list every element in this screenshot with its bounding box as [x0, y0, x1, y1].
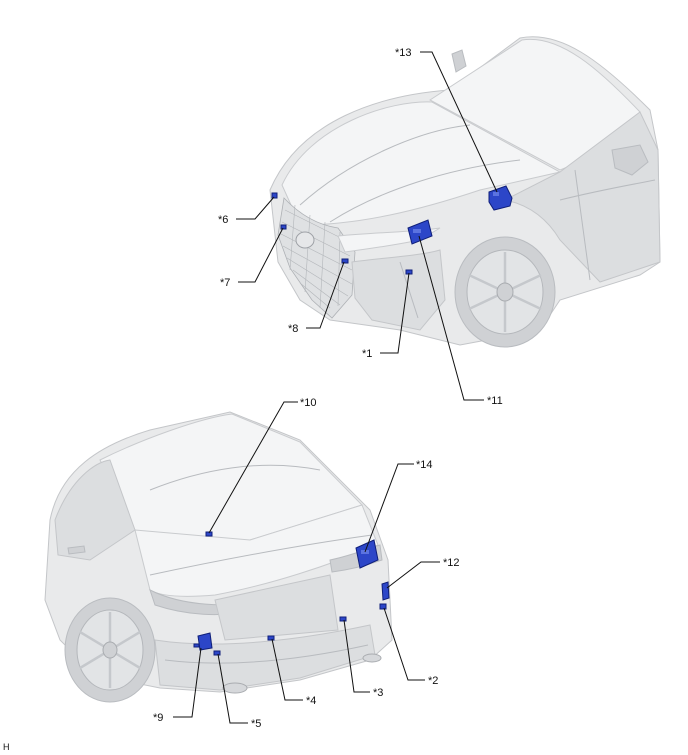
- component-9-icon: [193, 632, 213, 651]
- leader-6: [236, 196, 275, 220]
- component-6-icon: [271, 192, 278, 199]
- callout-12: *12: [443, 557, 460, 569]
- leader-10: [208, 401, 298, 534]
- leader-2: [383, 607, 425, 681]
- component-12-icon: [381, 581, 390, 601]
- callout-labels: *13 *6 *7 *8 *1 *11 *10 *14 *12 *2 *3 *4…: [153, 47, 503, 730]
- leader-11: [418, 235, 484, 401]
- component-3-icon: [339, 616, 347, 622]
- callout-10: *10: [300, 397, 317, 409]
- callout-5: *5: [251, 718, 261, 730]
- callout-7: *7: [220, 277, 230, 289]
- leader-3: [343, 619, 370, 693]
- callout-9: *9: [153, 712, 163, 724]
- component-11-icon: [407, 219, 433, 245]
- callout-11: *11: [487, 395, 503, 407]
- leader-4: [271, 638, 303, 701]
- callout-6: *6: [218, 214, 228, 226]
- callout-1: *1: [362, 348, 372, 360]
- component-4-icon: [267, 635, 275, 641]
- callout-3: *3: [373, 687, 383, 699]
- rear-car-illustration: [44, 411, 393, 703]
- figure-code: H: [3, 742, 10, 752]
- component-7-icon: [280, 224, 287, 230]
- component-5-icon: [213, 650, 221, 656]
- callout-13: *13: [395, 47, 412, 59]
- callout-4: *4: [306, 695, 316, 707]
- leader-8: [306, 261, 345, 329]
- front-car-illustration: [269, 36, 661, 348]
- component-8-icon: [341, 258, 349, 264]
- leader-1: [380, 272, 410, 354]
- leader-7: [238, 227, 284, 283]
- leader-12: [386, 561, 440, 589]
- component-markers: [193, 185, 513, 656]
- leader-14: [364, 463, 414, 553]
- callout-14: *14: [416, 459, 433, 471]
- component-2-icon: [379, 603, 387, 610]
- callout-2: *2: [428, 675, 438, 687]
- leader-lines: [173, 51, 498, 724]
- leader-13: [420, 51, 498, 193]
- component-13-icon: [488, 185, 513, 211]
- callout-8: *8: [288, 323, 298, 335]
- leader-9: [173, 647, 202, 718]
- leader-5: [217, 653, 248, 724]
